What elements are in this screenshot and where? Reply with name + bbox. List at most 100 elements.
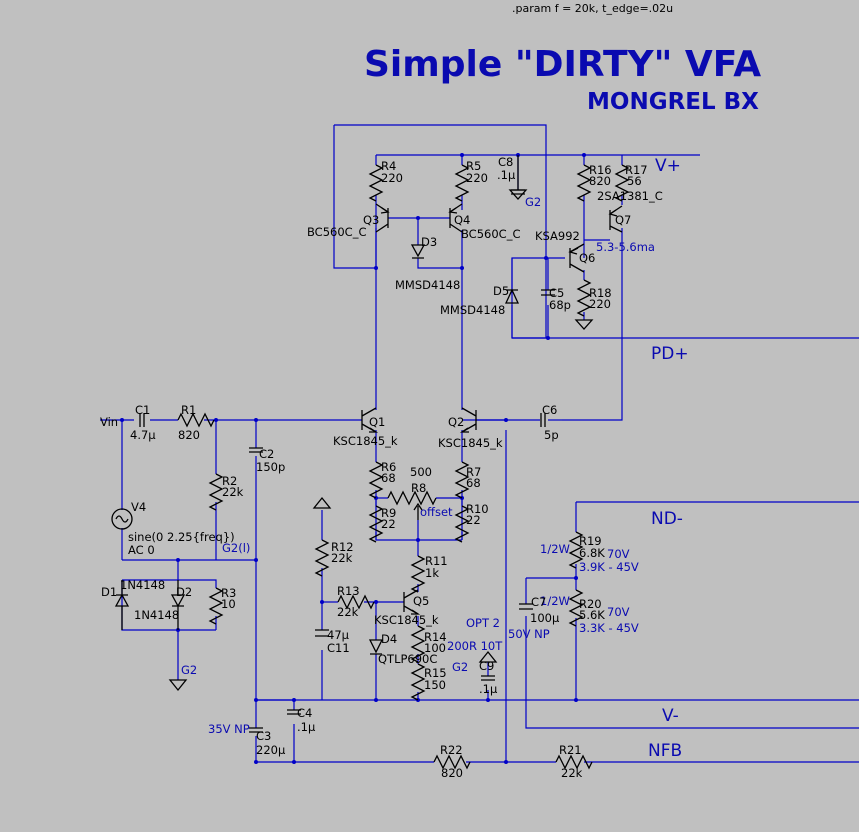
capacitor-c1-symbol bbox=[139, 413, 145, 427]
v4-ac: AC 0 bbox=[128, 543, 155, 557]
r6-value: 68 bbox=[381, 471, 396, 485]
transistor-q6-symbol bbox=[568, 243, 585, 273]
d4-ref: D4 bbox=[381, 632, 397, 646]
q3-value: BC560C_C bbox=[307, 225, 366, 239]
r19-power-note: 1/2W bbox=[540, 542, 570, 556]
c9-ground-label: G2 bbox=[452, 660, 468, 674]
r11-value: 1k bbox=[425, 566, 439, 580]
d1-value: 1N4148 bbox=[120, 578, 165, 592]
q5-ref: Q5 bbox=[413, 594, 429, 608]
r3-value: 10 bbox=[221, 597, 236, 611]
r4-value: 220 bbox=[381, 171, 403, 185]
d5-ref: D5 bbox=[493, 284, 509, 298]
c7-ref: C7 bbox=[531, 595, 546, 609]
r22-ref: R22 bbox=[440, 743, 463, 757]
param-directive: .param f = 20k, t_edge=.02u bbox=[512, 2, 673, 15]
r17-ref: R17 bbox=[625, 163, 648, 177]
offset-note: offset bbox=[420, 505, 453, 519]
r7-value: 68 bbox=[466, 476, 481, 490]
rail-arrow-up-symbol bbox=[312, 496, 332, 509]
q6-value: KSA992 bbox=[535, 229, 580, 243]
c11-ref: C11 bbox=[327, 641, 350, 655]
led-d4-symbol bbox=[368, 639, 384, 655]
r21-value: 22k bbox=[561, 766, 583, 780]
r2-value: 22k bbox=[222, 485, 244, 499]
c1-value: 4.7µ bbox=[130, 428, 156, 442]
q6-ref: Q6 bbox=[579, 251, 595, 265]
net-vplus: V+ bbox=[655, 156, 681, 176]
resistor-r12-symbol bbox=[315, 539, 329, 577]
c8-value: .1µ bbox=[497, 168, 516, 182]
r17-value: 56 bbox=[627, 174, 642, 188]
c3-ref: C3 bbox=[256, 729, 271, 743]
q1-ref: Q1 bbox=[369, 415, 385, 429]
r18-value: 220 bbox=[589, 297, 611, 311]
r15-ref: R15 bbox=[424, 666, 447, 680]
transistor-q1-symbol bbox=[361, 407, 379, 433]
r4-ref: R4 bbox=[381, 159, 396, 173]
r5-value: 220 bbox=[466, 171, 488, 185]
diode-d3-symbol bbox=[410, 244, 426, 259]
r20-alt-note: 3.3K - 45V bbox=[579, 621, 639, 635]
r20-ref: R20 bbox=[579, 597, 602, 611]
opt2-note: OPT 2 bbox=[466, 616, 500, 630]
c1-ref: C1 bbox=[135, 403, 150, 417]
q7-ref: Q7 bbox=[615, 213, 631, 227]
resistor-r2-symbol bbox=[209, 473, 223, 511]
net-pdplus: PD+ bbox=[651, 344, 689, 364]
q5-value: KSC1845_k bbox=[374, 613, 439, 627]
q2-ref: Q2 bbox=[448, 415, 464, 429]
c3-rating-note: 35V NP bbox=[208, 722, 250, 736]
r19-value: 6.8K bbox=[579, 546, 605, 560]
r3-ref: R3 bbox=[221, 586, 236, 600]
q4-value: BC560C_C bbox=[461, 227, 520, 241]
r22-value: 820 bbox=[441, 766, 463, 780]
c5-ref: C5 bbox=[549, 286, 564, 300]
r16-ref: R16 bbox=[589, 163, 612, 177]
d3-value: MMSD4148 bbox=[395, 278, 460, 292]
r9-ref: R9 bbox=[381, 506, 396, 520]
diode-d5-symbol bbox=[504, 288, 520, 304]
d1-ref: D1 bbox=[101, 585, 117, 599]
r13-value: 22k bbox=[337, 605, 359, 619]
net-vminus: V- bbox=[662, 706, 679, 726]
r1-value: 820 bbox=[178, 428, 200, 442]
q7-current-note: 5.3-5.6ma bbox=[596, 240, 655, 254]
capacitor-c11-symbol bbox=[315, 629, 329, 637]
schematic-title: Simple "DIRTY" VFA bbox=[364, 44, 761, 85]
d5-value: MMSD4148 bbox=[440, 303, 505, 317]
c9-ref: C9 bbox=[479, 659, 494, 673]
component-labels: R4 220 R5 220 C8 .1µ G2 R16 820 R17 56 2… bbox=[100, 155, 663, 780]
v4-function: sine(0 2.25{freq}) bbox=[128, 530, 235, 544]
q2-value: KSC1845_k bbox=[438, 436, 503, 450]
r14-ref: R14 bbox=[424, 630, 447, 644]
r14-value: 100 bbox=[424, 641, 446, 655]
r19-rating-note: 70V bbox=[607, 547, 630, 561]
ground-g2-symbol bbox=[168, 679, 188, 692]
potentiometer-r8-symbol bbox=[387, 490, 437, 506]
r19-ref: R19 bbox=[579, 534, 602, 548]
capacitor-c3-symbol bbox=[249, 727, 263, 733]
c4-ref: C4 bbox=[297, 706, 312, 720]
r15-value: 150 bbox=[424, 678, 446, 692]
c2-value: 150p bbox=[256, 460, 285, 474]
r10-value: 22 bbox=[466, 513, 481, 527]
r10-ref: R10 bbox=[466, 502, 489, 516]
transistor-q4-symbol bbox=[448, 203, 463, 233]
q7-value: 2SA1381_C bbox=[597, 189, 663, 203]
r13-ref: R13 bbox=[337, 584, 360, 598]
transistor-q7-symbol bbox=[608, 205, 623, 233]
r9-value: 22 bbox=[381, 517, 396, 531]
d4-value: QTLP690C bbox=[378, 652, 437, 666]
c2-ref: C2 bbox=[259, 447, 274, 461]
capacitor-c4-symbol bbox=[287, 709, 301, 715]
r7-ref: R7 bbox=[466, 465, 481, 479]
q3-ref: Q3 bbox=[363, 213, 379, 227]
resistor-r11-symbol bbox=[411, 555, 425, 593]
c6-ref: C6 bbox=[542, 403, 557, 417]
ground-symbols bbox=[168, 155, 594, 692]
resistors bbox=[177, 164, 629, 769]
diodes bbox=[114, 244, 520, 655]
q4-ref: Q4 bbox=[454, 213, 470, 227]
c7-rating-note: 50V NP bbox=[508, 627, 550, 641]
